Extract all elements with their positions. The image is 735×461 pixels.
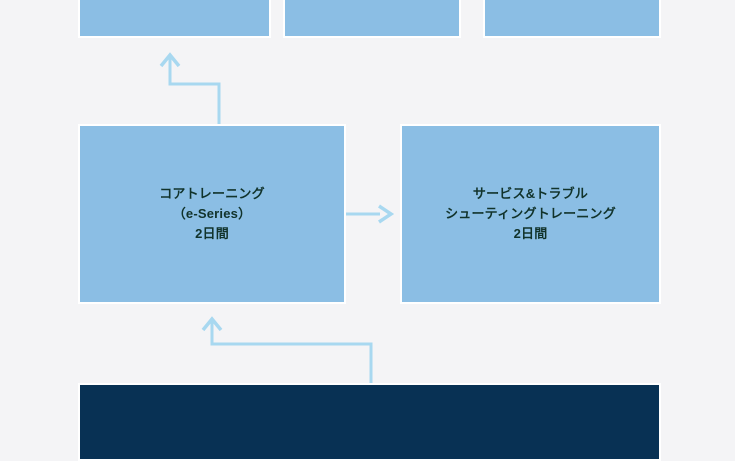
- connector-core-to-top-line: [168, 56, 221, 124]
- diagram-canvas: コアトレーニング （e-Series） 2日間 サービス&トラブル シューティン…: [78, 0, 661, 461]
- connector-foundation-to-core-arrowhead: [201, 316, 223, 332]
- connector-core-to-service-arrowhead: [378, 204, 395, 224]
- node-service-training[interactable]: サービス&トラブル シューティングトレーニング 2日間: [400, 124, 661, 304]
- connector-foundation-to-core-line: [210, 320, 373, 383]
- node-top-box-1[interactable]: [78, 0, 271, 38]
- node-top-box-2[interactable]: [283, 0, 461, 38]
- connector-core-to-top-arrowhead: [159, 52, 181, 68]
- node-service-training-label: サービス&トラブル シューティングトレーニング 2日間: [445, 185, 616, 242]
- node-top-box-3[interactable]: [483, 0, 661, 38]
- node-foundation-bar[interactable]: [78, 383, 661, 461]
- node-core-training[interactable]: コアトレーニング （e-Series） 2日間: [78, 124, 346, 304]
- node-core-training-label: コアトレーニング （e-Series） 2日間: [159, 185, 265, 242]
